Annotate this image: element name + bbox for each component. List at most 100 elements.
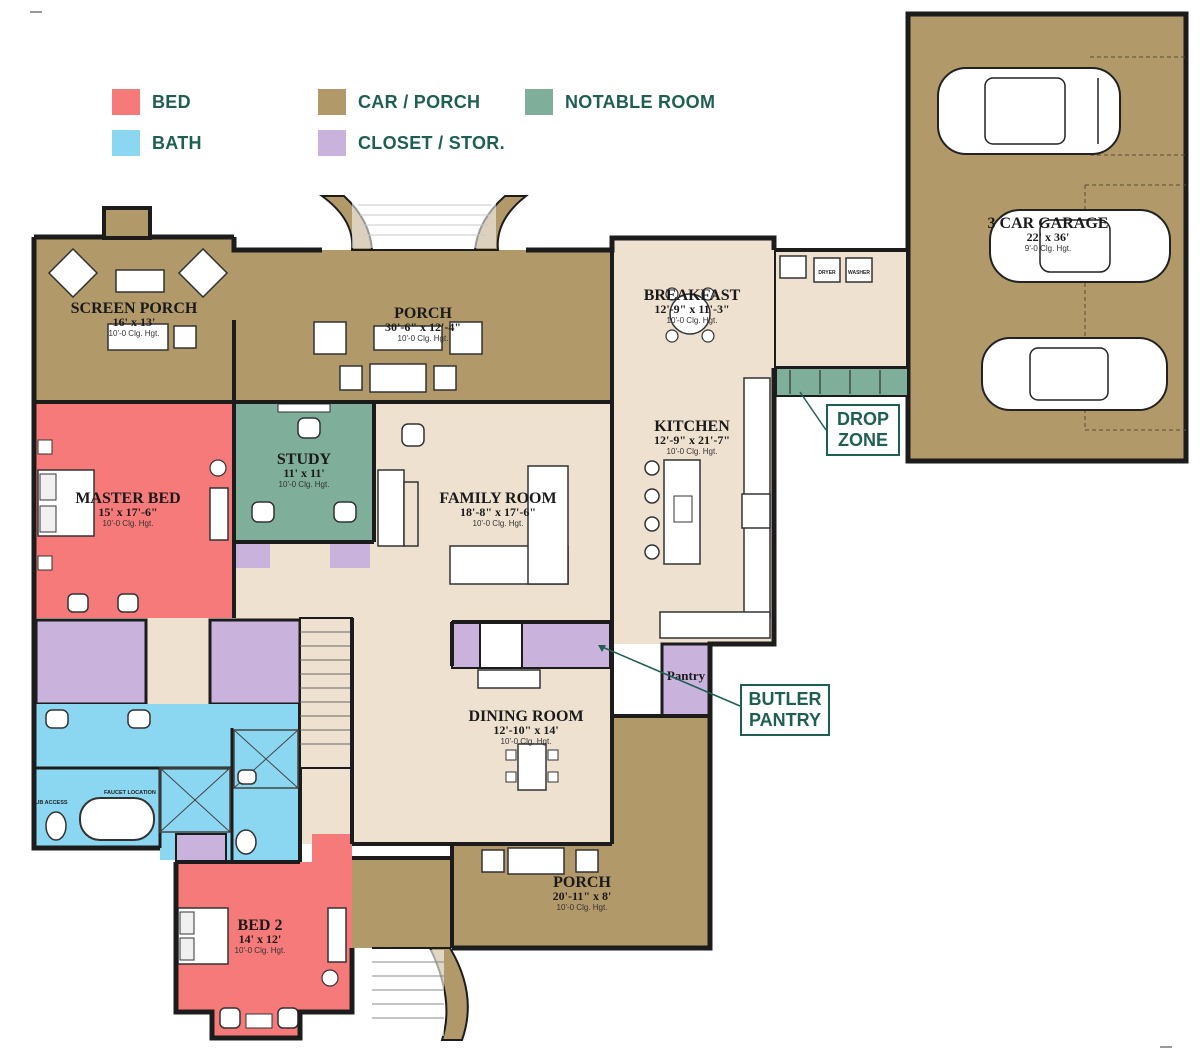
toilet-icon [235,829,257,855]
sink-icon [673,495,693,523]
ceiling-height: 10'-0 Clg. Hgt. [109,329,160,338]
kitchen-island [663,459,701,565]
room-name: 3 CAR GARAGE [988,215,1109,232]
stool-icon [644,488,660,504]
armchair-icon [47,247,99,299]
room-name: DINING ROOM [468,708,583,725]
sofa-icon [507,847,565,875]
exterior-walls [31,234,777,1041]
side-porch-area [612,716,710,842]
legend-label: BED [152,91,191,112]
armchair-icon [313,321,347,355]
stool-icon [644,460,660,476]
tub-access-label: TUB ACCESS [32,800,68,806]
closet-area [175,833,227,863]
shower-icon [233,729,299,789]
bathtub-icon [79,797,155,841]
rear-steps [318,195,529,251]
legend-swatch [318,89,346,115]
car-icon [989,209,1171,283]
sink-icon [45,709,69,729]
legend-swatch [525,89,553,115]
legend-item-bath: BATH [112,130,202,156]
legend-item-closet-storage: CLOSET / STOR. [318,130,505,156]
closet-area [34,618,148,706]
plant-icon [321,969,339,987]
stairs [299,617,353,769]
ceiling-height: 10'-0 Clg. Hgt. [235,946,286,955]
legend-swatch [112,130,140,156]
ceiling-height: 10'-0 Clg. Hgt. [501,737,552,746]
butler-pantry-callout: BUTLER PANTRY [740,684,830,736]
room-name: FAMILY ROOM [439,490,556,507]
room-dimensions: 22' x 36' [1027,230,1070,244]
armchair-icon [449,321,483,355]
legend-item-car-porch: CAR / PORCH [318,89,480,115]
dresser-icon [327,907,347,963]
armchair-icon [277,1007,299,1029]
drop-zone-bench [775,367,909,397]
room-name: BREAKFAST [644,287,741,304]
room-dimensions: 20'-11" x 8' [553,889,612,903]
room-dimensions: 18'-8" x 17'-6" [460,505,536,519]
drop-zone-callout: DROP ZONE [826,404,900,456]
callout-text: BUTLER PANTRY [748,689,822,730]
sink-icon [237,769,257,785]
legend-item-notable-room: NOTABLE ROOM [525,89,715,115]
room-dimensions: 15' x 17'-6" [98,505,157,519]
interior-walls [36,250,710,948]
sofa-icon [369,363,427,393]
car-icon [937,67,1121,155]
stool-icon [644,544,660,560]
shower-icon [159,767,231,833]
armchair-icon [333,501,357,523]
butler-pantry-area [521,621,611,669]
legend-label: CLOSET / STOR. [358,132,505,153]
washer-icon [845,257,873,283]
armchair-icon [117,593,139,613]
armchair-icon [219,1007,241,1029]
room-name: KITCHEN [654,418,730,435]
kitchen-counter [659,611,771,639]
car-icon [981,337,1168,411]
armchair-icon [401,423,425,447]
room-name: PORCH [394,305,452,322]
fireplace-icon [377,469,405,547]
room-dimensions: 12'-9" x 11'-3" [654,302,729,316]
sink-icon [127,709,151,729]
master-bath-area [36,704,300,860]
legend-swatch [112,89,140,115]
breakfast-table-icon [669,293,711,335]
hall-master [146,618,210,704]
room-name: PORCH [553,874,611,891]
ceiling-height: 10'-0 Clg. Hgt. [279,480,330,489]
stool-icon [644,516,660,532]
legend-label: NOTABLE ROOM [565,91,716,112]
ceiling-height: 10'-0 Clg. Hgt. [103,519,154,528]
dryer-icon [813,257,841,283]
room-name: MASTER BED [75,490,180,507]
legend-item-bed: BED [112,89,191,115]
legend-swatch [318,130,346,156]
washer-label: WASHER [848,270,870,276]
ceiling-height: 10'-0 Clg. Hgt. [398,334,449,343]
front-steps [372,947,469,1041]
callout-text: DROP ZONE [836,409,889,450]
armchair-icon [67,593,89,613]
armchair-icon [177,247,229,299]
armchair-icon [297,417,321,439]
toilet-icon [45,811,67,841]
room-dimensions: 30'-6" x 12'-4" [385,320,461,334]
room-name: STUDY [277,451,332,468]
ceiling-height: 9'-0 Clg. Hgt. [1025,244,1071,253]
room-dimensions: 12'-9" x 21'-7" [654,433,730,447]
plant-icon [209,459,227,477]
dining-table-icon [517,743,547,791]
range-icon [477,669,541,689]
legend-label: CAR / PORCH [358,91,481,112]
dryer-label: DRYER [818,270,836,276]
room-dimensions: 16' x 13' [113,315,156,329]
room-name: Pantry [667,668,706,683]
room-dimensions: 11' x 11' [283,466,324,480]
